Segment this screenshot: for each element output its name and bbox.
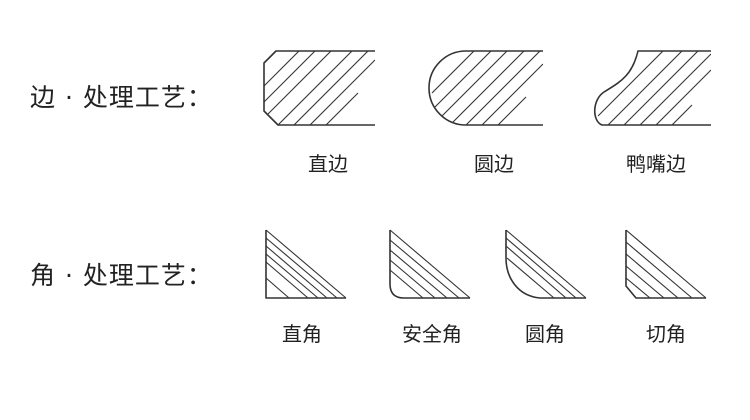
duckbill-edge-hatching	[597, 51, 711, 125]
round-edge-diagram	[428, 50, 543, 126]
straight-edge-hatching	[264, 51, 375, 125]
duckbill-edge-diagram	[593, 50, 711, 126]
cut-corner-diagram	[625, 229, 707, 299]
right-angle-corner-caption: 直角	[282, 322, 322, 346]
safety-corner-diagram	[389, 229, 471, 299]
round-corner-diagram	[505, 229, 587, 299]
straight-edge-caption: 直边	[308, 152, 348, 176]
cut-corner-hatching	[625, 229, 707, 299]
edge-section-label: 边 · 处理工艺：	[30, 83, 213, 112]
round-edge-caption: 圆边	[474, 152, 514, 176]
right-angle-corner-hatching	[265, 229, 347, 299]
duckbill-edge-caption: 鸭嘴边	[626, 152, 686, 176]
round-corner-caption: 圆角	[525, 322, 565, 346]
straight-edge-diagram	[263, 50, 375, 126]
round-edge-hatching	[431, 51, 543, 125]
corner-section-label: 角 · 处理工艺：	[30, 261, 213, 290]
safety-corner-hatching	[389, 229, 471, 299]
safety-corner-caption: 安全角	[402, 322, 462, 346]
cut-corner-caption: 切角	[646, 322, 686, 346]
round-corner-hatching	[505, 229, 587, 299]
right-angle-corner-diagram	[265, 229, 347, 299]
